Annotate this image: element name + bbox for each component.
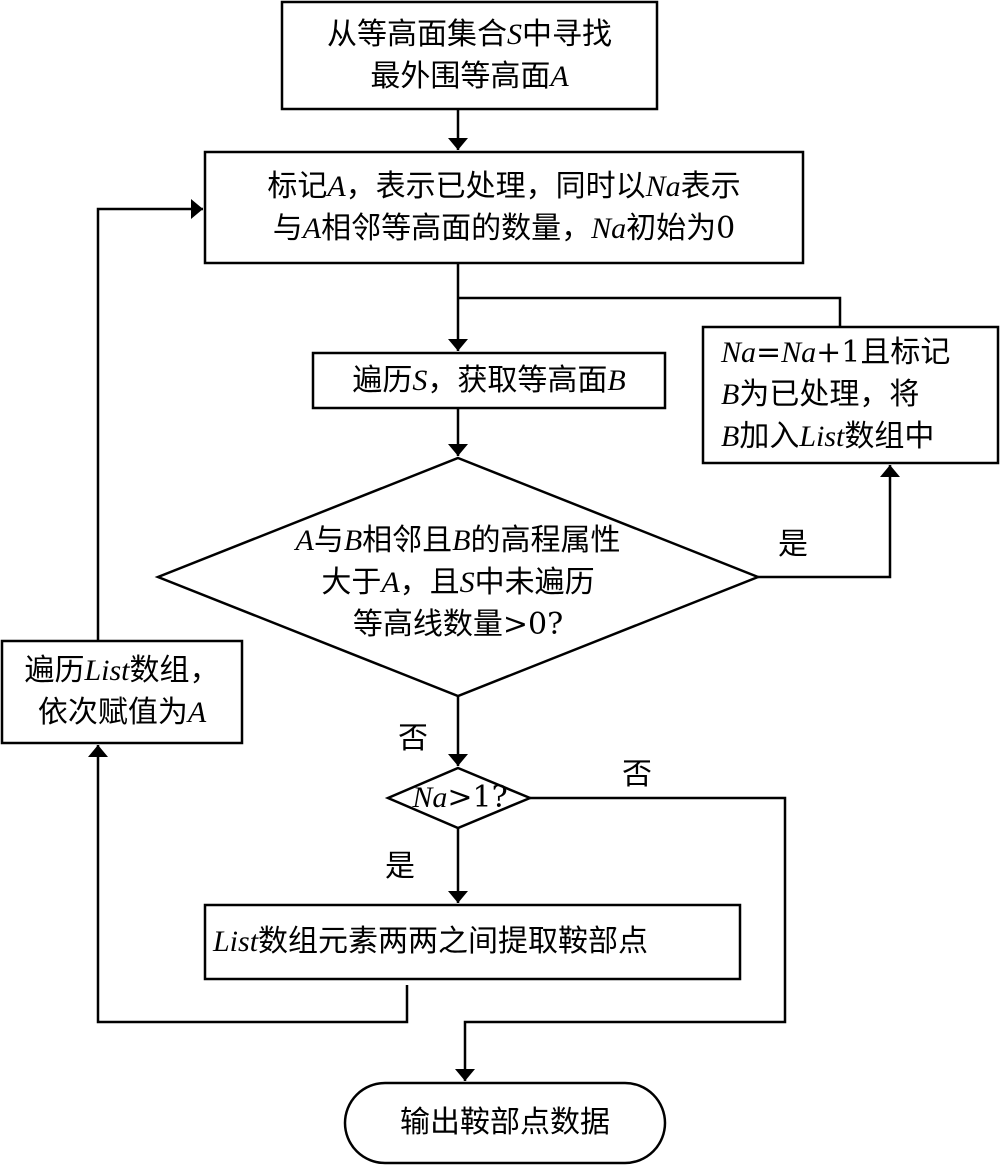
increment-line3: B加入List数组中 <box>721 419 935 454</box>
extract-label: List数组元素两两之间提取鞍部点 <box>213 924 649 959</box>
output-label: 输出鞍部点数据 <box>400 1105 610 1140</box>
find-outer-line1: 从等高面集合S中寻找 <box>327 16 612 52</box>
find-outer-line2: 最外围等高面A <box>370 58 569 94</box>
mark-a-box <box>203 150 805 265</box>
output-text: 输出鞍部点数据 <box>345 1083 665 1163</box>
increment-text: Na=Na+1且标记 B为已处理，将 B加入List数组中 <box>703 327 998 463</box>
traverse-list-box <box>0 639 244 745</box>
find-outer-text: 从等高面集合S中寻找 最外围等高面A <box>282 2 657 109</box>
label-yes-na: 是 <box>385 849 415 884</box>
traverse-s-label: 遍历S，获取等高面B <box>352 362 626 398</box>
arrow-list-to-mark <box>96 199 203 641</box>
traverse-list-line1: 遍历List数组， <box>24 653 220 688</box>
condition-text: A与B相邻且B的高程属性 大于A，且S中未遍历 等高线数量>0? <box>258 520 658 646</box>
traverse-list-text: 遍历List数组， 依次赋值为A <box>2 641 242 743</box>
extract-box <box>203 903 742 981</box>
traverse-s-text: 遍历S，获取等高面B <box>313 353 665 408</box>
arrow-na-no <box>455 796 787 1081</box>
label-no-na: 否 <box>622 757 652 792</box>
mark-a-line1: 标记A，表示已处理，同时以Na表示 <box>267 168 741 204</box>
condition-line2: 大于A，且S中未遍历 <box>321 565 595 600</box>
arrow-condition-yes <box>758 465 900 579</box>
condition-line1: A与B相邻且B的高程属性 <box>295 523 621 558</box>
traverse-s-box <box>311 351 667 410</box>
increment-line2: B为已处理，将 <box>721 377 920 412</box>
find-outer-box <box>280 0 659 111</box>
label-yes-condition: 是 <box>778 527 808 562</box>
na-check-text: Na>1? <box>398 778 522 818</box>
traverse-list-line2: 依次赋值为A <box>37 695 207 730</box>
mark-a-text: 标记A，表示已处理，同时以Na表示 与A相邻等高面的数量，Na初始为0 <box>205 152 803 263</box>
condition-line3: 等高线数量>0? <box>352 607 564 642</box>
extract-text: List数组元素两两之间提取鞍部点 <box>205 905 740 979</box>
mark-a-line2: 与A相邻等高面的数量，Na初始为0 <box>272 210 736 246</box>
increment-box <box>701 325 1000 465</box>
label-no-condition: 否 <box>398 721 428 756</box>
increment-line1: Na=Na+1且标记 <box>721 335 951 370</box>
arrow-increment-loop <box>458 296 842 327</box>
output-terminal <box>343 1081 667 1165</box>
arrow-extract-to-list <box>88 745 409 1024</box>
na-check-label: Na>1? <box>412 780 508 815</box>
